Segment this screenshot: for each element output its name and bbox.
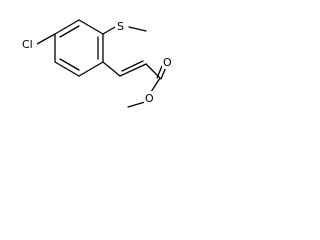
ester-oxygen-atom: O xyxy=(144,91,156,105)
sulfur-atom: S xyxy=(115,19,127,33)
s-methyl-bond xyxy=(128,26,147,32)
c-cl-bond xyxy=(36,33,56,45)
ring-bond xyxy=(78,61,104,77)
ester-methyl-bond xyxy=(127,101,146,108)
ring-bond xyxy=(54,19,80,35)
ring-inner-double-bond xyxy=(59,58,80,71)
benzene-ring xyxy=(54,19,104,77)
ring-bond xyxy=(54,61,80,77)
ring-inner-double-bond xyxy=(59,25,80,38)
chlorine-atom: Cl xyxy=(21,37,37,51)
ring-bond xyxy=(78,19,104,35)
chlorine-label: Cl xyxy=(22,38,33,51)
carbonyl-double-bond xyxy=(156,65,163,79)
structure-diagram: Cl S O O xyxy=(21,19,174,108)
carbonyl-ester-oxygen-bond xyxy=(150,77,161,93)
sulfur-label: S xyxy=(117,20,124,33)
vinyl-double-bond xyxy=(119,63,147,77)
ring-vinyl-bond xyxy=(102,61,121,77)
vinyl-double-bond-second-line xyxy=(121,60,144,72)
c-s-bond xyxy=(102,26,116,35)
carbonyl-oxygen-label: O xyxy=(163,56,172,69)
carbonyl-oxygen-atom: O xyxy=(162,55,174,69)
ester-oxygen-label: O xyxy=(145,92,154,105)
